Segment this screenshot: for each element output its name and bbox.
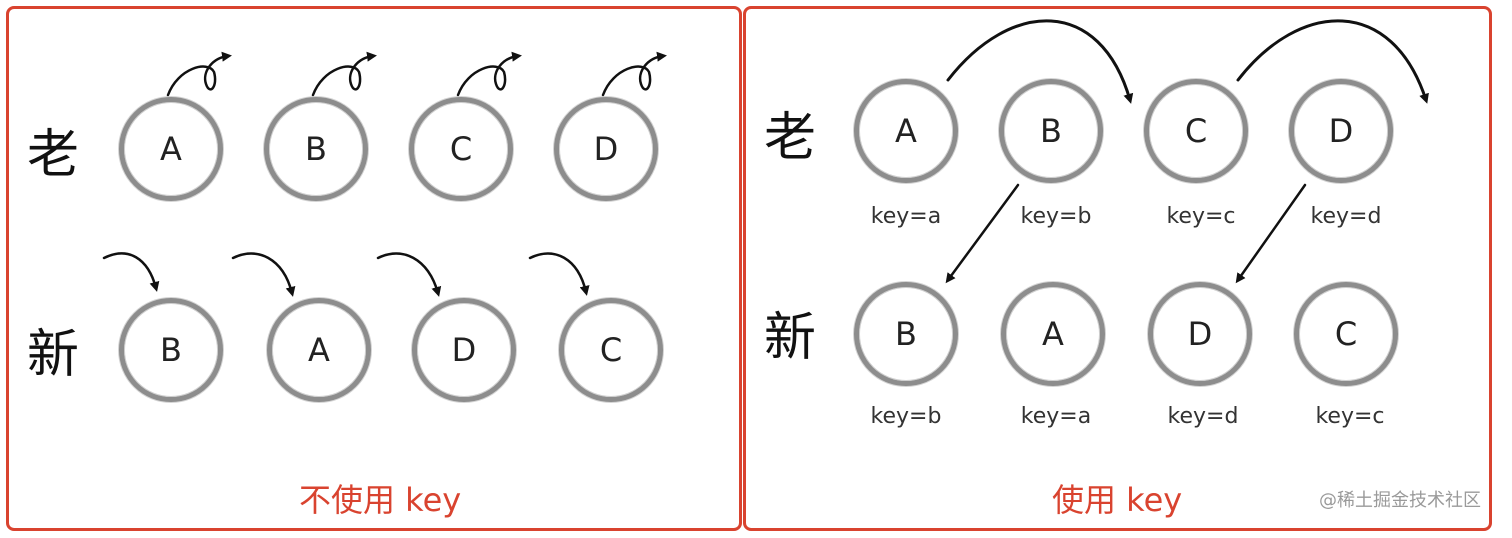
node-label: A: [895, 112, 917, 150]
old-key-label: key=b: [1020, 204, 1092, 229]
new-node: A: [1001, 282, 1105, 386]
node-label: B: [305, 130, 327, 168]
node-label: D: [1328, 112, 1354, 150]
new-key-label: key=a: [1020, 404, 1092, 429]
self-loop-arrow: [311, 51, 377, 97]
new-row-label: 新: [764, 308, 817, 368]
old-key-label: key=d: [1310, 204, 1382, 229]
new-node: C: [1294, 282, 1398, 386]
old-node: A: [119, 97, 223, 201]
new-node: C: [559, 298, 663, 402]
new-key-label: key=c: [1315, 404, 1385, 429]
watermark: @稀土掘金技术社区: [1319, 490, 1481, 511]
old-node: B: [264, 97, 368, 201]
node-label: C: [599, 331, 623, 369]
insert-arrow: [376, 252, 442, 297]
caption-with-key: 使用 key: [1052, 481, 1183, 519]
old-node: C: [1144, 79, 1248, 183]
insert-arrow: [102, 252, 160, 292]
old-node: A: [854, 79, 958, 183]
new-key-label: key=d: [1167, 404, 1239, 429]
new-key-label: key=b: [870, 404, 942, 429]
panel-with-key: 老 新 A B C D key=a key=b key=c key=d B A …: [743, 6, 1492, 531]
self-loop-arrow: [166, 51, 232, 97]
node-label: A: [1042, 315, 1064, 353]
old-row-label: 老: [27, 125, 80, 185]
move-arrow: [1235, 183, 1307, 284]
new-node: B: [119, 298, 223, 402]
node-label: C: [449, 130, 473, 168]
old-node: D: [1289, 79, 1393, 183]
node-label: D: [1187, 315, 1213, 353]
old-key-label: key=c: [1166, 204, 1236, 229]
insert-arrow: [231, 252, 296, 297]
new-node: D: [412, 298, 516, 402]
old-node: D: [554, 97, 658, 201]
move-arrow: [1236, 19, 1429, 104]
insert-arrow: [528, 252, 590, 296]
node-label: D: [593, 130, 619, 168]
node-label: D: [451, 331, 477, 369]
panel-without-key: 老 新 A B C D B A D C 不使用 key: [6, 6, 742, 531]
self-loop-arrow: [601, 51, 667, 97]
self-loop-arrow: [456, 51, 522, 97]
new-node: B: [854, 282, 958, 386]
node-label: C: [1184, 112, 1208, 150]
node-label: A: [308, 331, 330, 369]
old-key-label: key=a: [870, 204, 942, 229]
node-label: C: [1334, 315, 1358, 353]
caption-without-key: 不使用 key: [299, 481, 462, 519]
old-node: B: [999, 79, 1103, 183]
new-row-label: 新: [27, 325, 80, 385]
old-node: C: [409, 97, 513, 201]
node-label: A: [160, 130, 182, 168]
old-row-label: 老: [764, 108, 817, 168]
node-label: B: [1040, 112, 1062, 150]
node-label: B: [160, 331, 182, 369]
move-arrow: [945, 183, 1020, 284]
new-node: A: [267, 298, 371, 402]
node-label: B: [895, 315, 917, 353]
new-node: D: [1148, 282, 1252, 386]
move-arrow: [946, 19, 1134, 104]
